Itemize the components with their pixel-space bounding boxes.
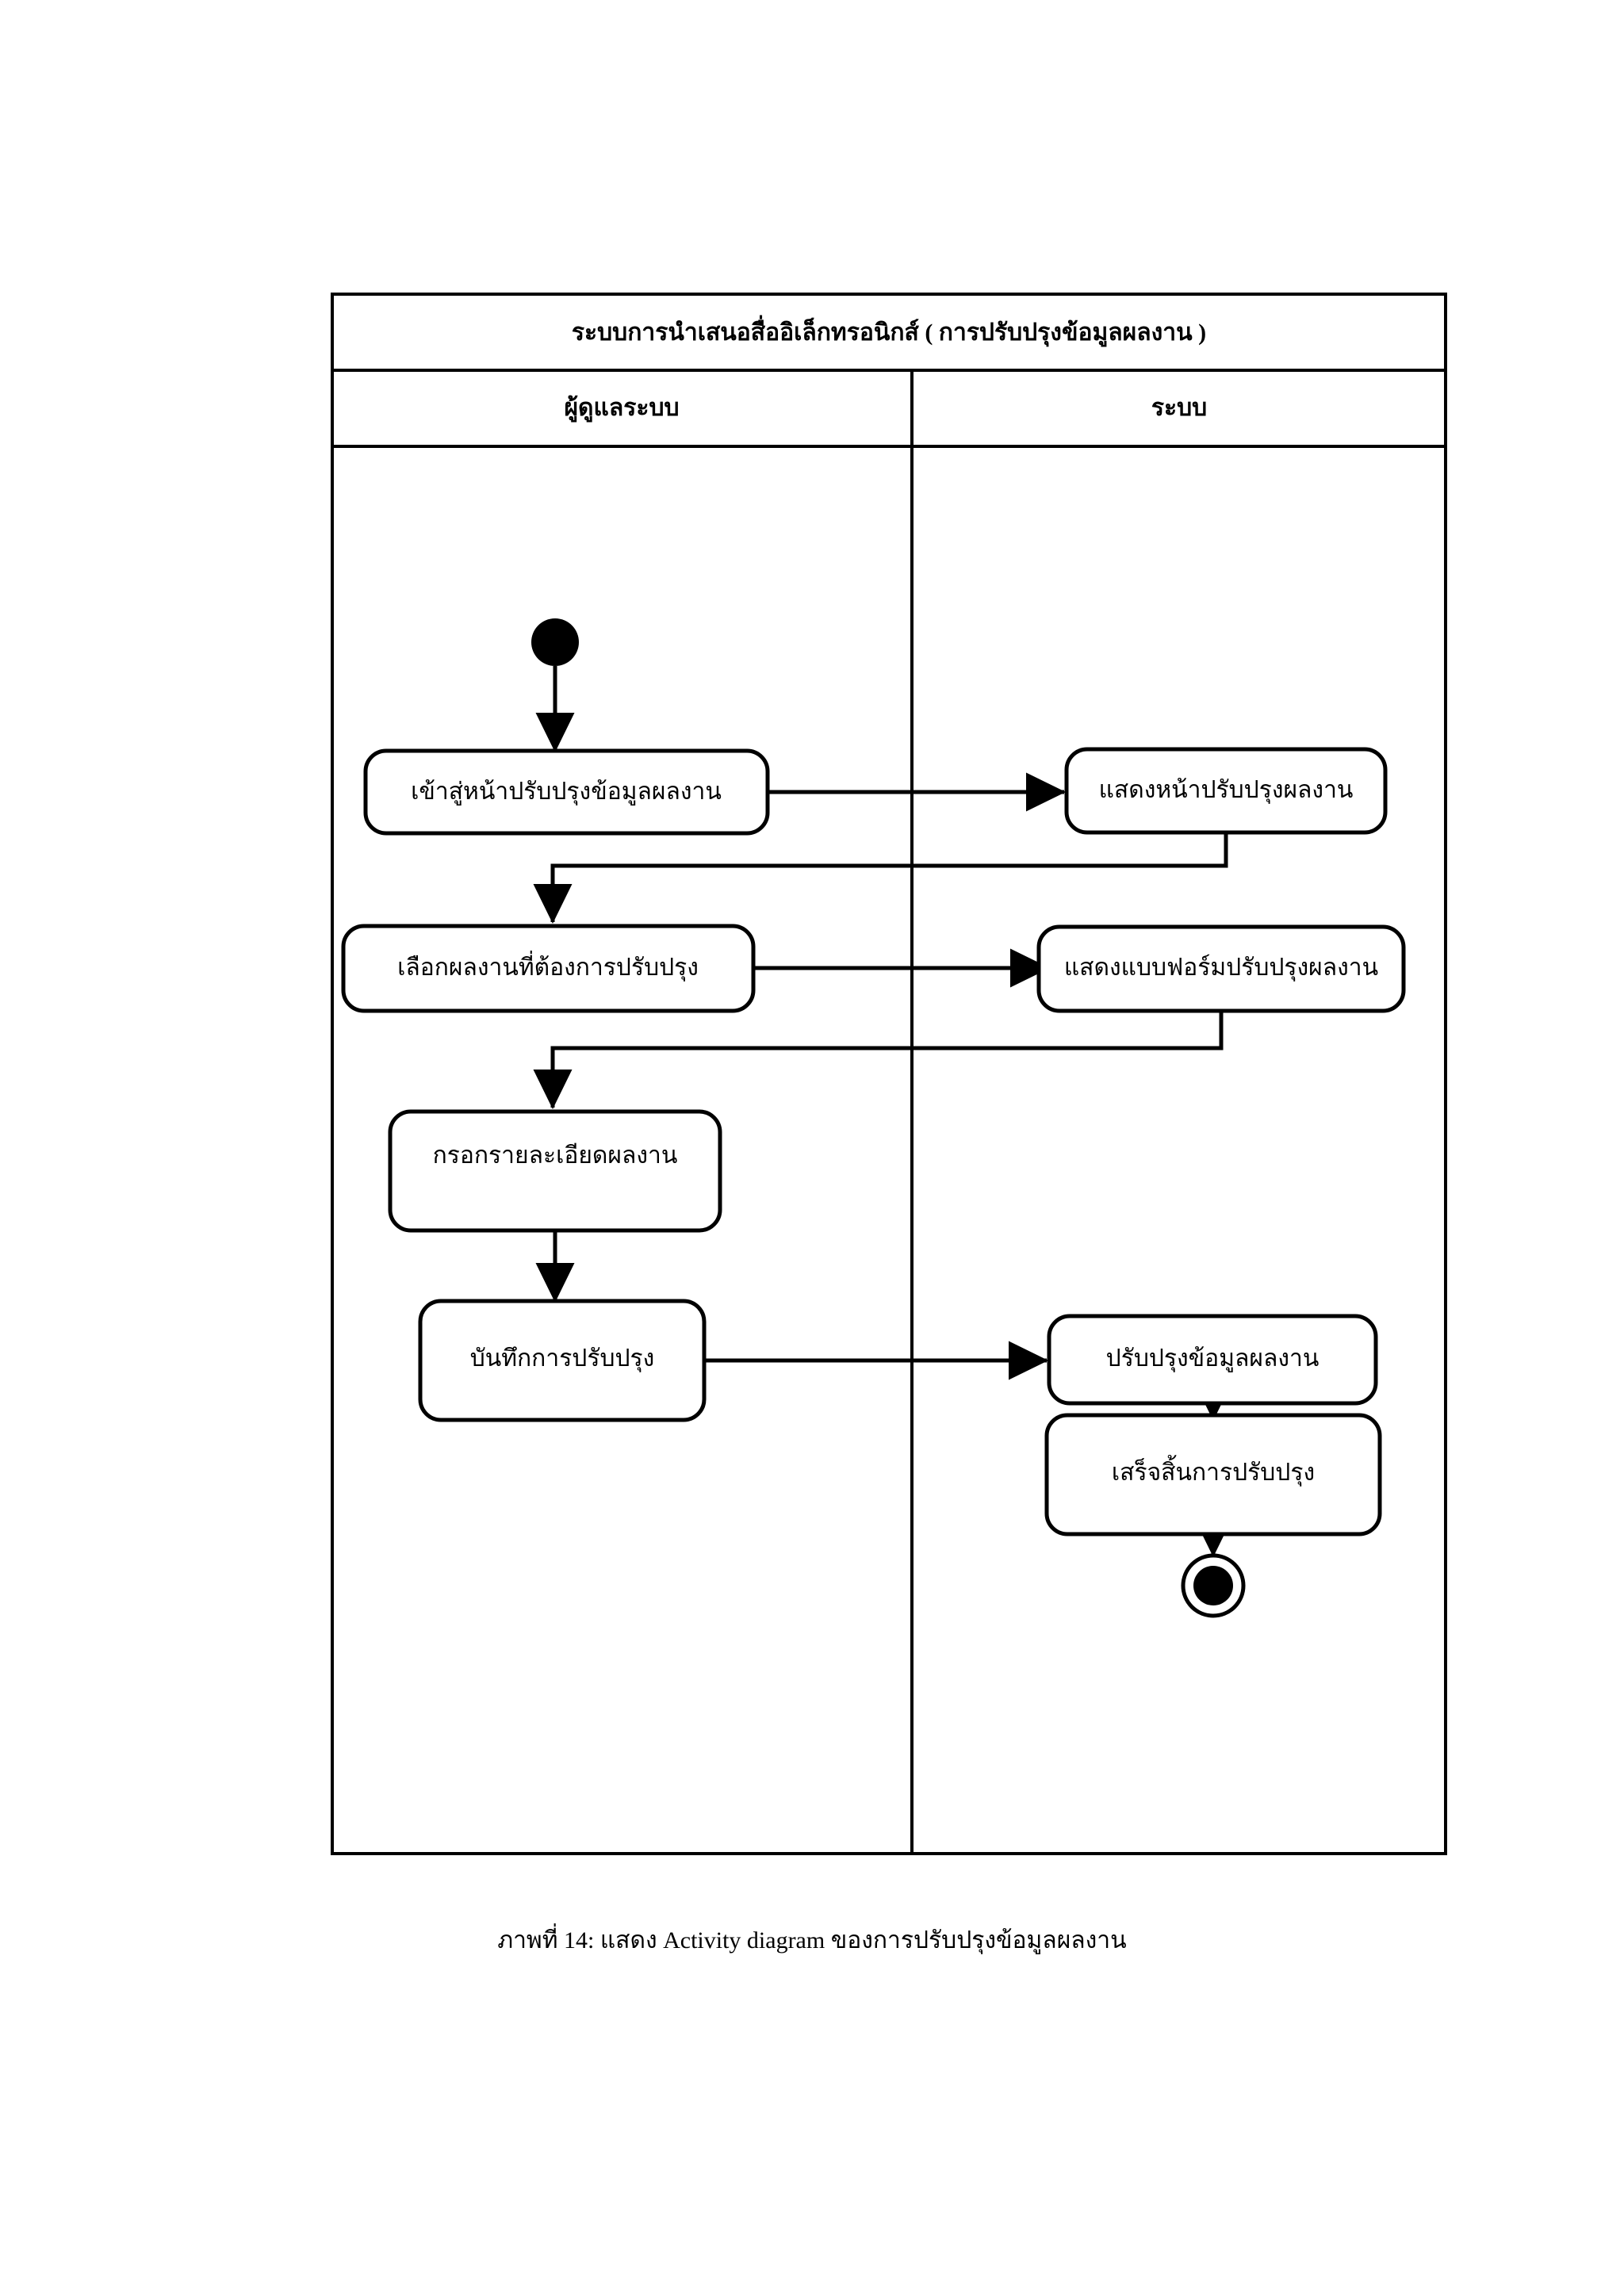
- activity-label: ปรับปรุงข้อมูลผลงาน: [1106, 1345, 1320, 1373]
- activity-label: เลือกผลงานที่ต้องการปรับปรุง: [397, 951, 699, 982]
- figure-caption: ภาพที่ 14: แสดง Activity diagram ของการป…: [497, 1923, 1126, 1955]
- activity-label: แสดงหน้าปรับปรุงผลงาน: [1099, 777, 1354, 805]
- activity-node-show-page[interactable]: แสดงหน้าปรับปรุงผลงาน: [1064, 747, 1388, 835]
- diagram-title: ระบบการนำเสนอสื่ออิเล็กทรอนิกส์ ( การปรั…: [572, 315, 1206, 347]
- activity-node-update-data[interactable]: ปรับปรุงข้อมูลผลงาน: [1047, 1314, 1378, 1406]
- edge-show-form-to-fill-details: [533, 1011, 1224, 1109]
- activity-label: บันทึกการปรับปรุง: [470, 1345, 655, 1373]
- activity-label: เข้าสู่หน้าปรับปรุงข้อมูลผลงาน: [411, 779, 722, 806]
- swimlane-header-actor: ผู้ดูแลระบบ: [564, 395, 679, 423]
- activity-label: เสร็จสิ้นการปรับปรุง: [1112, 1455, 1315, 1487]
- swimlane-header-system: ระบบ: [1151, 395, 1207, 421]
- initial-node: [531, 618, 579, 666]
- final-node: [1181, 1553, 1246, 1618]
- activity-node-show-form[interactable]: แสดงแบบฟอร์มปรับปรุงผลงาน: [1036, 924, 1406, 1013]
- activity-label: กรอกรายละเอียดผลงาน: [433, 1142, 678, 1169]
- activity-node-save-update[interactable]: บันทึกการปรับปรุง: [418, 1299, 707, 1422]
- edge-show-page-to-select-work: [533, 831, 1228, 924]
- activity-label: แสดงแบบฟอร์มปรับปรุงผลงาน: [1064, 954, 1378, 982]
- activity-node-finish[interactable]: เสร็จสิ้นการปรับปรุง: [1044, 1413, 1382, 1536]
- diagram-frame: [331, 293, 1447, 1855]
- activity-node-enter-page[interactable]: เข้าสู่หน้าปรับปรุงข้อมูลผลงาน: [363, 748, 770, 836]
- activity-node-fill-details[interactable]: กรอกรายละเอียดผลงาน: [388, 1109, 722, 1233]
- activity-node-select-work[interactable]: เลือกผลงานที่ต้องการปรับปรุง: [341, 924, 756, 1013]
